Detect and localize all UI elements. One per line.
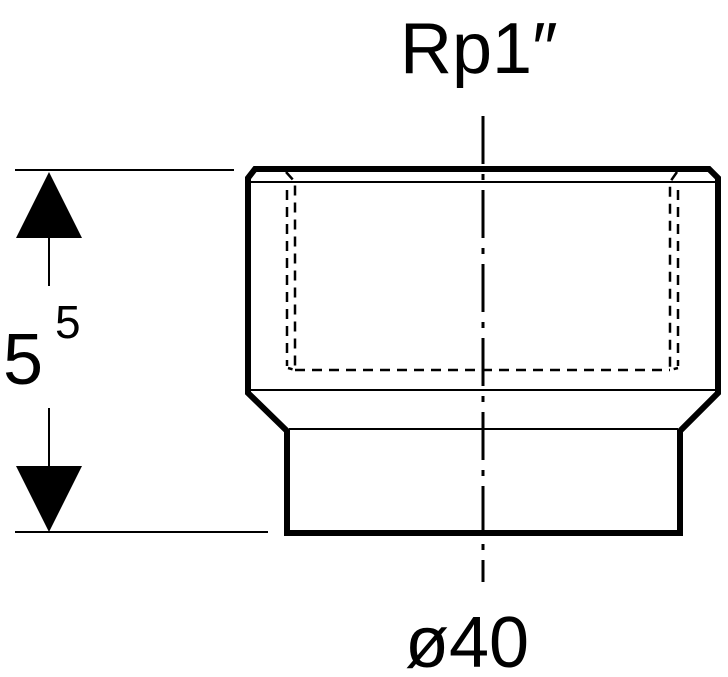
arrow-up-icon (16, 172, 82, 238)
diameter-label: ø40 (405, 603, 529, 677)
thread-label: Rp1″ (400, 9, 558, 89)
height-label-base: 5 (3, 320, 43, 400)
hidden-thread-right (668, 171, 679, 372)
hidden-thread-left (285, 171, 297, 372)
fitting-outline (245, 166, 721, 536)
arrow-down-icon (16, 466, 82, 532)
height-label: 5 (3, 320, 43, 400)
height-label-superscript: 5 (55, 296, 81, 348)
